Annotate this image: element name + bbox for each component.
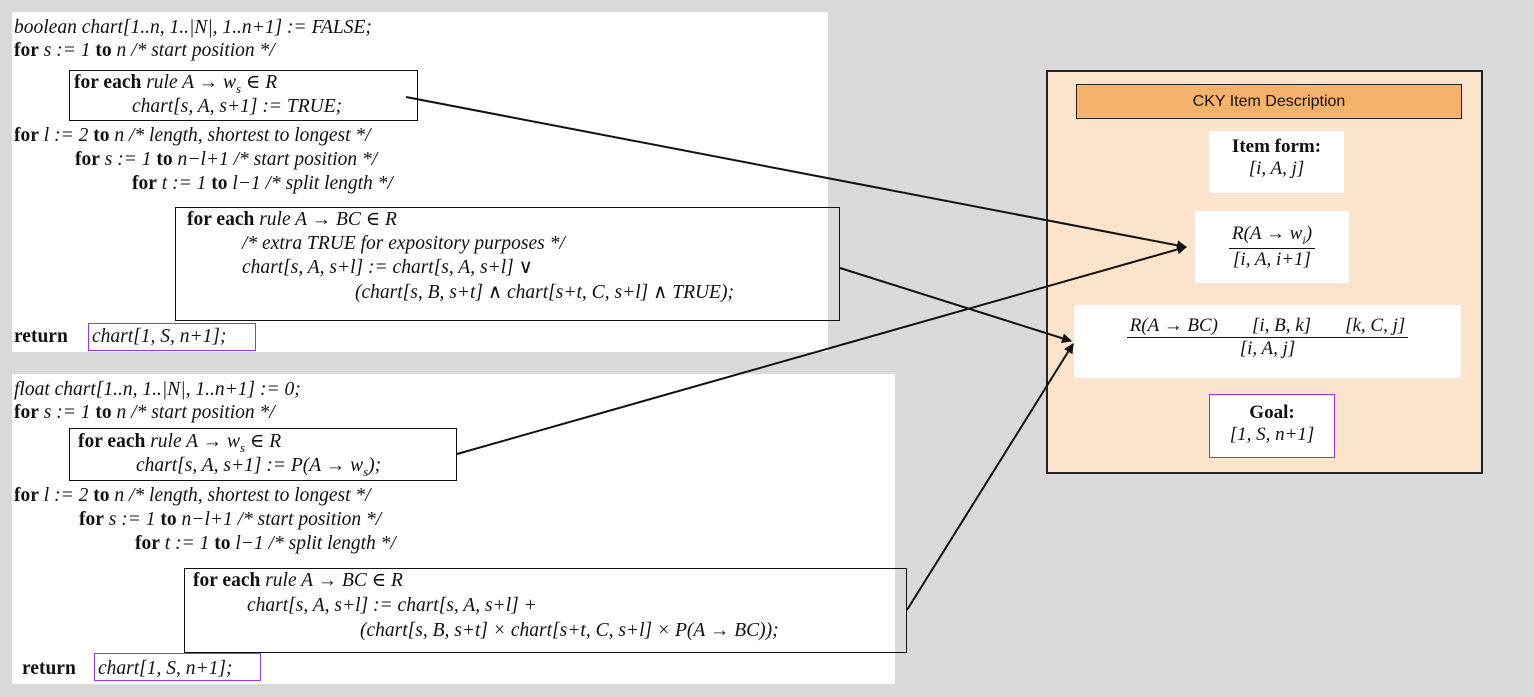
code-line-start-loop: for s := 1 to n−l+1 /* start position */: [79, 509, 382, 530]
item-form-card: Item form: [i, A, j]: [1209, 131, 1344, 193]
item-form-label: Item form:: [1231, 136, 1322, 157]
return-highlight-box: [94, 653, 261, 681]
code-return-expression: chart[1, S, n+1];: [98, 658, 233, 679]
binary-premise-rule: R(A → BC): [1129, 315, 1218, 336]
binary-premise-left: [i, B, k]: [1252, 315, 1312, 336]
goal-value: [1, S, n+1]: [1229, 424, 1315, 445]
cky-item-description-panel: CKY Item Description Item form: [i, A, j…: [1046, 70, 1483, 474]
axiom-conclusion: [i, A, i+1]: [1233, 248, 1311, 270]
item-form-value: [i, A, j]: [1248, 158, 1305, 179]
probabilistic-cky-code-block: float chart[1..n, 1..|N|, 1..n+1] := 0; …: [12, 374, 907, 684]
code-return-expression: chart[1, S, n+1];: [92, 326, 227, 347]
panel-header: CKY Item Description: [1076, 84, 1462, 119]
code-line-outer-loop: for s := 1 to n /* start position */: [14, 402, 275, 423]
code-line-binary-assign: chart[s, A, s+l] := chart[s, A, s+l] ∨: [242, 257, 533, 278]
axiom-rule-card: R(A → wi) [i, A, i+1]: [1195, 211, 1349, 283]
lexical-rule-box: [69, 70, 418, 121]
code-line-split-loop: for t := 1 to l−1 /* split length */: [135, 533, 396, 554]
boolean-cky-code-block: boolean chart[1..n, 1..|N|, 1..n+1] := F…: [12, 12, 840, 352]
code-line-return: return: [22, 658, 76, 679]
code-line-lexical-assign: chart[s, A, s+1] := TRUE;: [132, 96, 343, 117]
code-line-declaration: float chart[1..n, 1..|N|, 1..n+1] := 0;: [14, 379, 301, 400]
code-line-length-loop: for l := 2 to n /* length, shortest to l…: [14, 125, 371, 146]
code-line-split-loop: for t := 1 to l−1 /* split length */: [132, 173, 393, 194]
code-line-start-loop: for s := 1 to n−l+1 /* start position */: [75, 149, 378, 170]
axiom-inference-rule: R(A → wi) [i, A, i+1]: [1228, 223, 1316, 271]
code-line-binary-assign: chart[s, A, s+l] := chart[s, A, s+l] +: [247, 595, 537, 616]
axiom-premise: R(A → wi): [1228, 223, 1316, 249]
code-line-length-loop: for l := 2 to n /* length, shortest to l…: [14, 485, 371, 506]
code-line-binary-assign-cont: (chart[s, B, s+t] × chart[s+t, C, s+l] ×…: [360, 620, 779, 641]
goal-card: Goal: [1, S, n+1]: [1209, 394, 1335, 458]
binary-premise-right: [k, C, j]: [1345, 315, 1406, 336]
lexical-rule-box: [69, 428, 457, 481]
code-line-declaration: boolean chart[1..n, 1..|N|, 1..n+1] := F…: [14, 17, 372, 38]
return-highlight-box: [88, 323, 256, 351]
goal-label: Goal:: [1249, 402, 1295, 423]
arrow-bool-binary-to-binary-rule: [839, 267, 1072, 344]
code-line-lexical-rule: for each rule A → ws ∈ R: [78, 431, 282, 455]
code-line-binary-rule: for each rule A → BC ∈ R: [187, 209, 397, 230]
code-line-outer-loop: for s := 1 to n /* start position */: [14, 40, 275, 61]
binary-inference-rule: R(A → BC) [i, B, k] [k, C, j] [i, A, j]: [1126, 315, 1409, 360]
code-line-lexical-rule: for each rule A → ws ∈ R: [74, 72, 278, 96]
binary-conclusion: [i, A, j]: [1239, 338, 1296, 359]
code-line-binary-assign-cont: (chart[s, B, s+t] ∧ chart[s+t, C, s+l] ∧…: [355, 282, 734, 303]
code-line-return: return: [14, 326, 68, 347]
binary-rule-card: R(A → BC) [i, B, k] [k, C, j] [i, A, j]: [1074, 305, 1461, 378]
code-line-lexical-assign: chart[s, A, s+1] := P(A → ws);: [136, 455, 382, 479]
code-line-comment: /* extra TRUE for expository purposes */: [242, 233, 565, 254]
code-line-binary-rule: for each rule A → BC ∈ R: [193, 570, 403, 591]
